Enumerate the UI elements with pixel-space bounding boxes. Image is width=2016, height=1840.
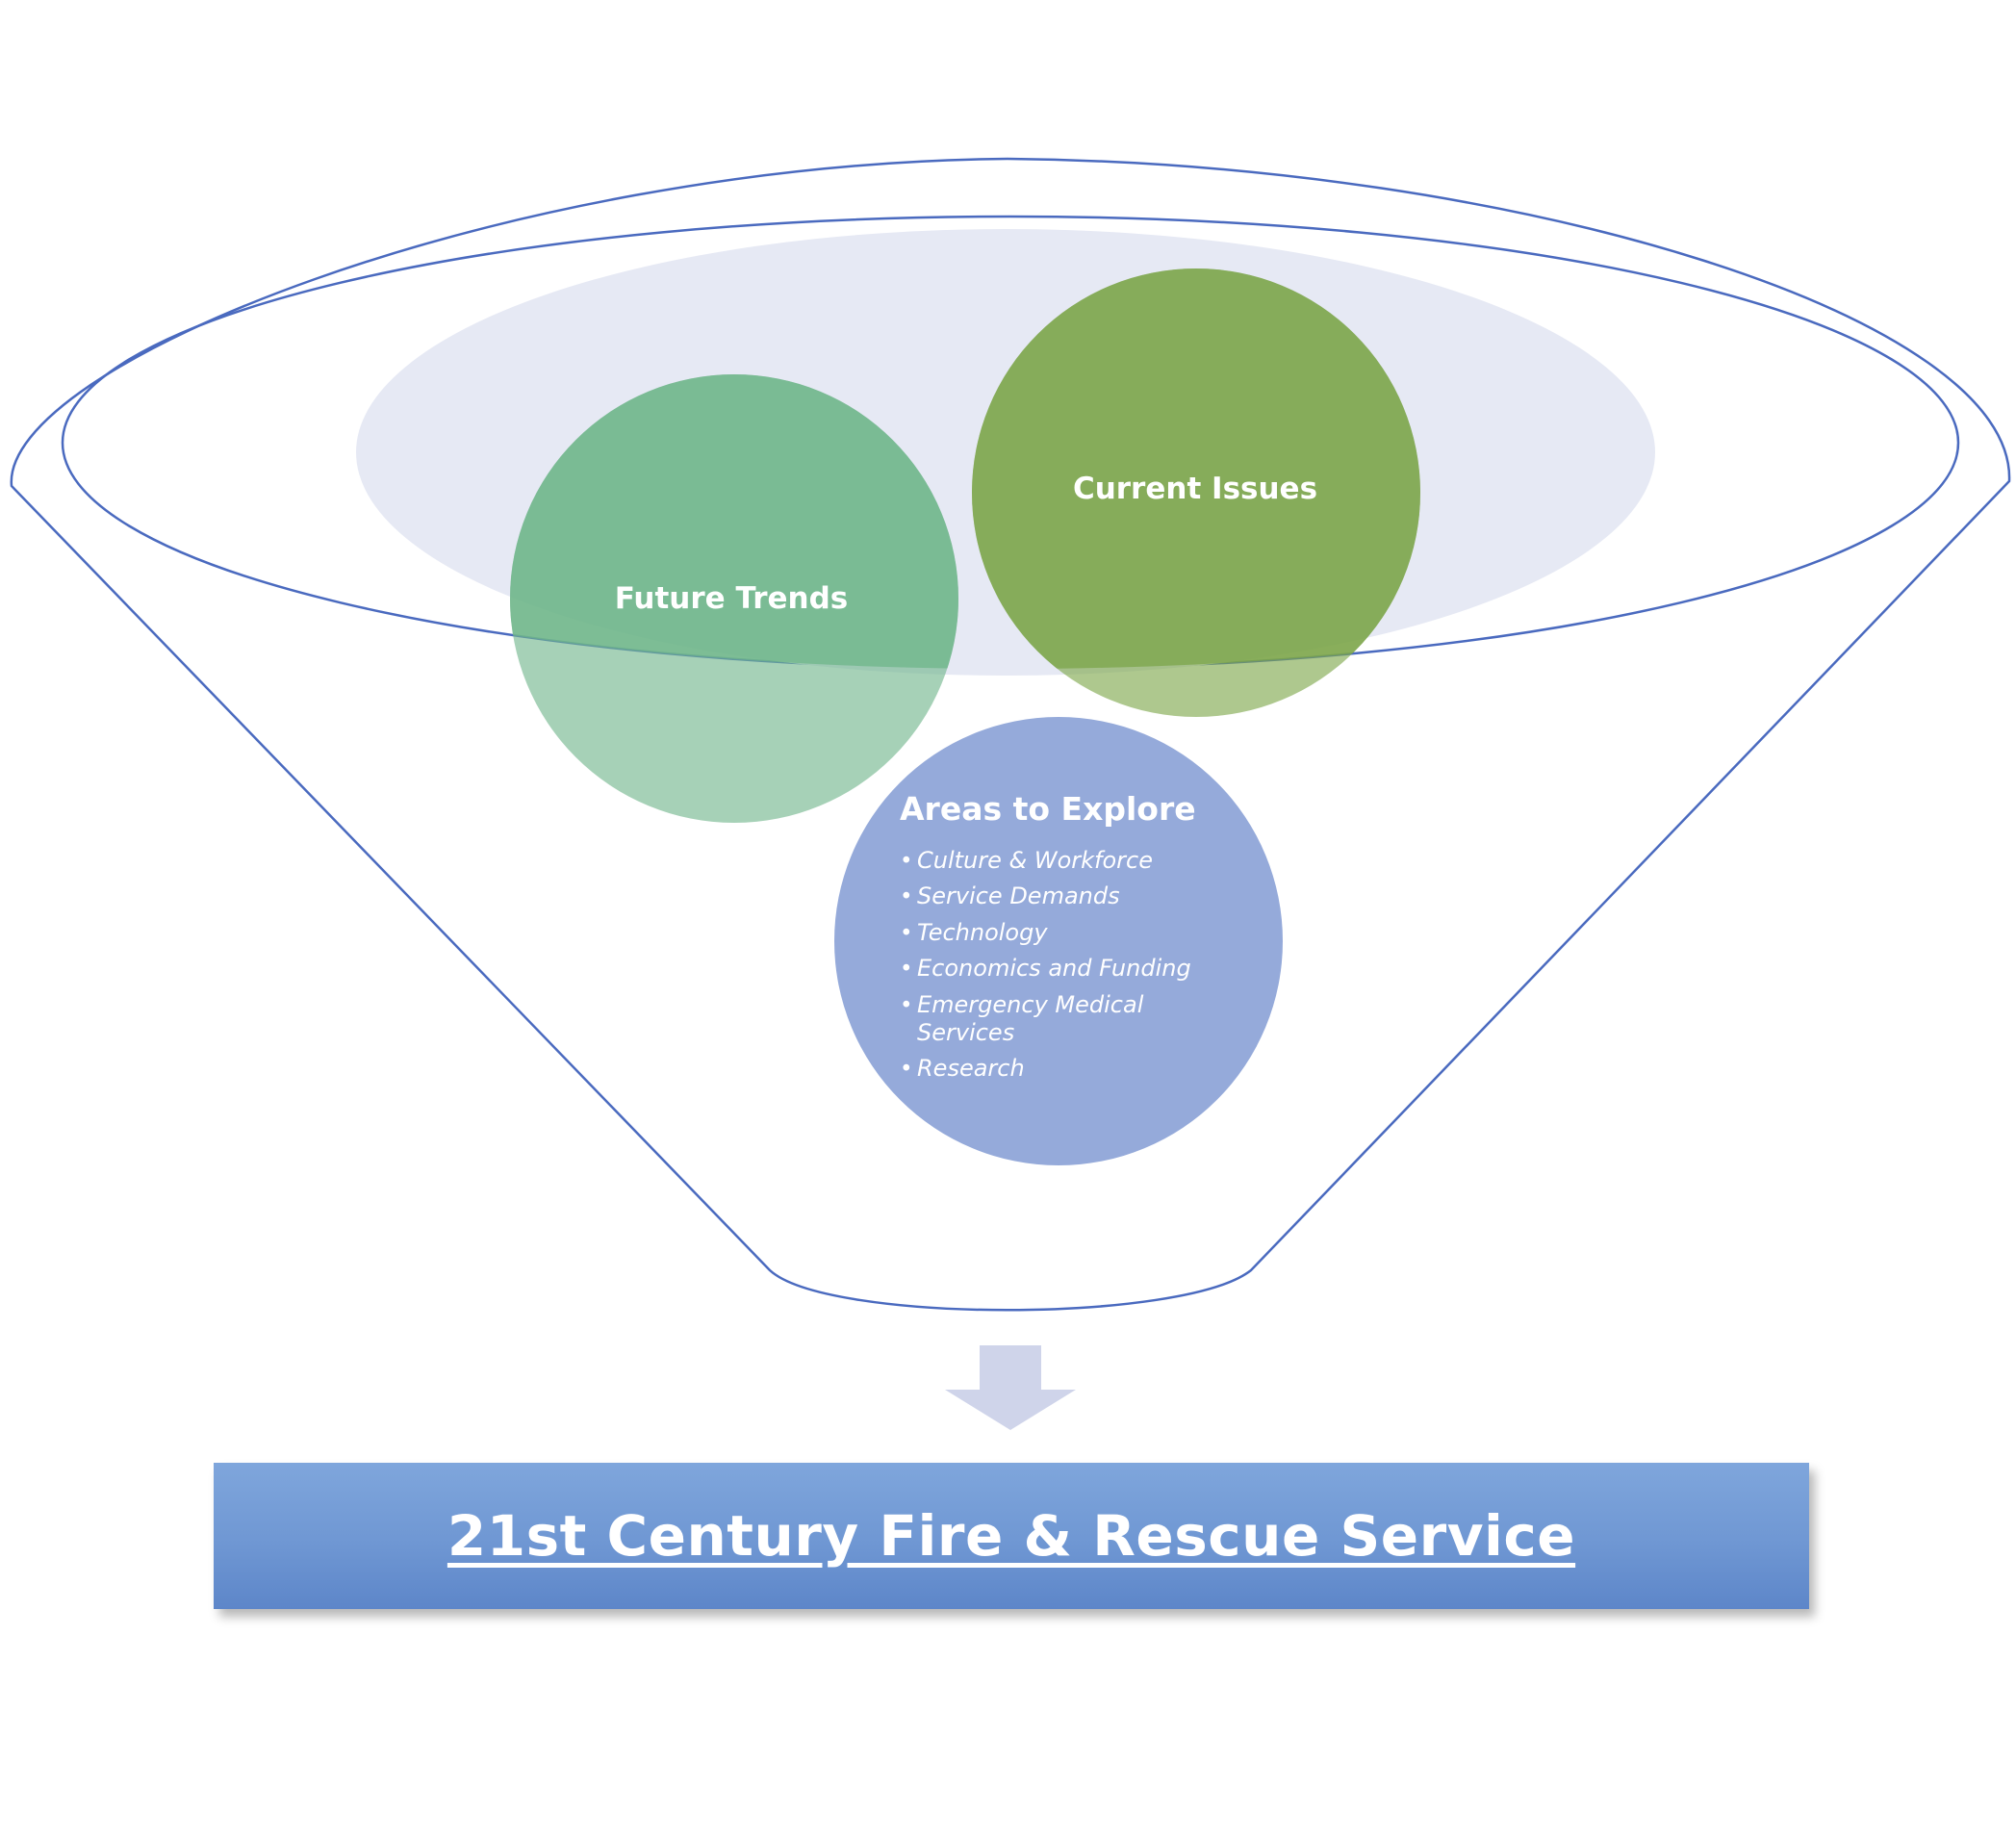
list-bullet: •	[900, 957, 913, 982]
current-issues-label: Current Issues	[1073, 472, 1317, 506]
result-title: 21st Century Fire & Rescue Service	[447, 1503, 1576, 1569]
list-bullet: •	[900, 1057, 913, 1082]
list-item: Services	[917, 1019, 1014, 1046]
areas-list: • Culture & Workforce • Service Demands …	[900, 847, 1191, 1082]
list-bullet: •	[900, 849, 913, 874]
future-trends-label: Future Trends	[615, 581, 848, 616]
funnel-outline	[10, 157, 2011, 1312]
list-item: Culture & Workforce	[917, 847, 1153, 874]
result-banner: 21st Century Fire & Rescue Service	[214, 1463, 1809, 1609]
list-item: Research	[917, 1055, 1025, 1082]
list-item: Technology	[917, 919, 1048, 946]
list-bullet: •	[900, 884, 913, 909]
list-bullet: •	[900, 921, 913, 946]
areas-to-explore-label: Areas to Explore	[900, 790, 1196, 828]
list-bullet: •	[900, 993, 913, 1018]
down-arrow-icon	[945, 1345, 1076, 1430]
list-item: Emergency Medical	[917, 991, 1144, 1018]
list-item: Service Demands	[917, 882, 1120, 909]
areas-to-explore-circle	[834, 717, 1283, 1165]
list-item: Economics and Funding	[917, 955, 1191, 982]
